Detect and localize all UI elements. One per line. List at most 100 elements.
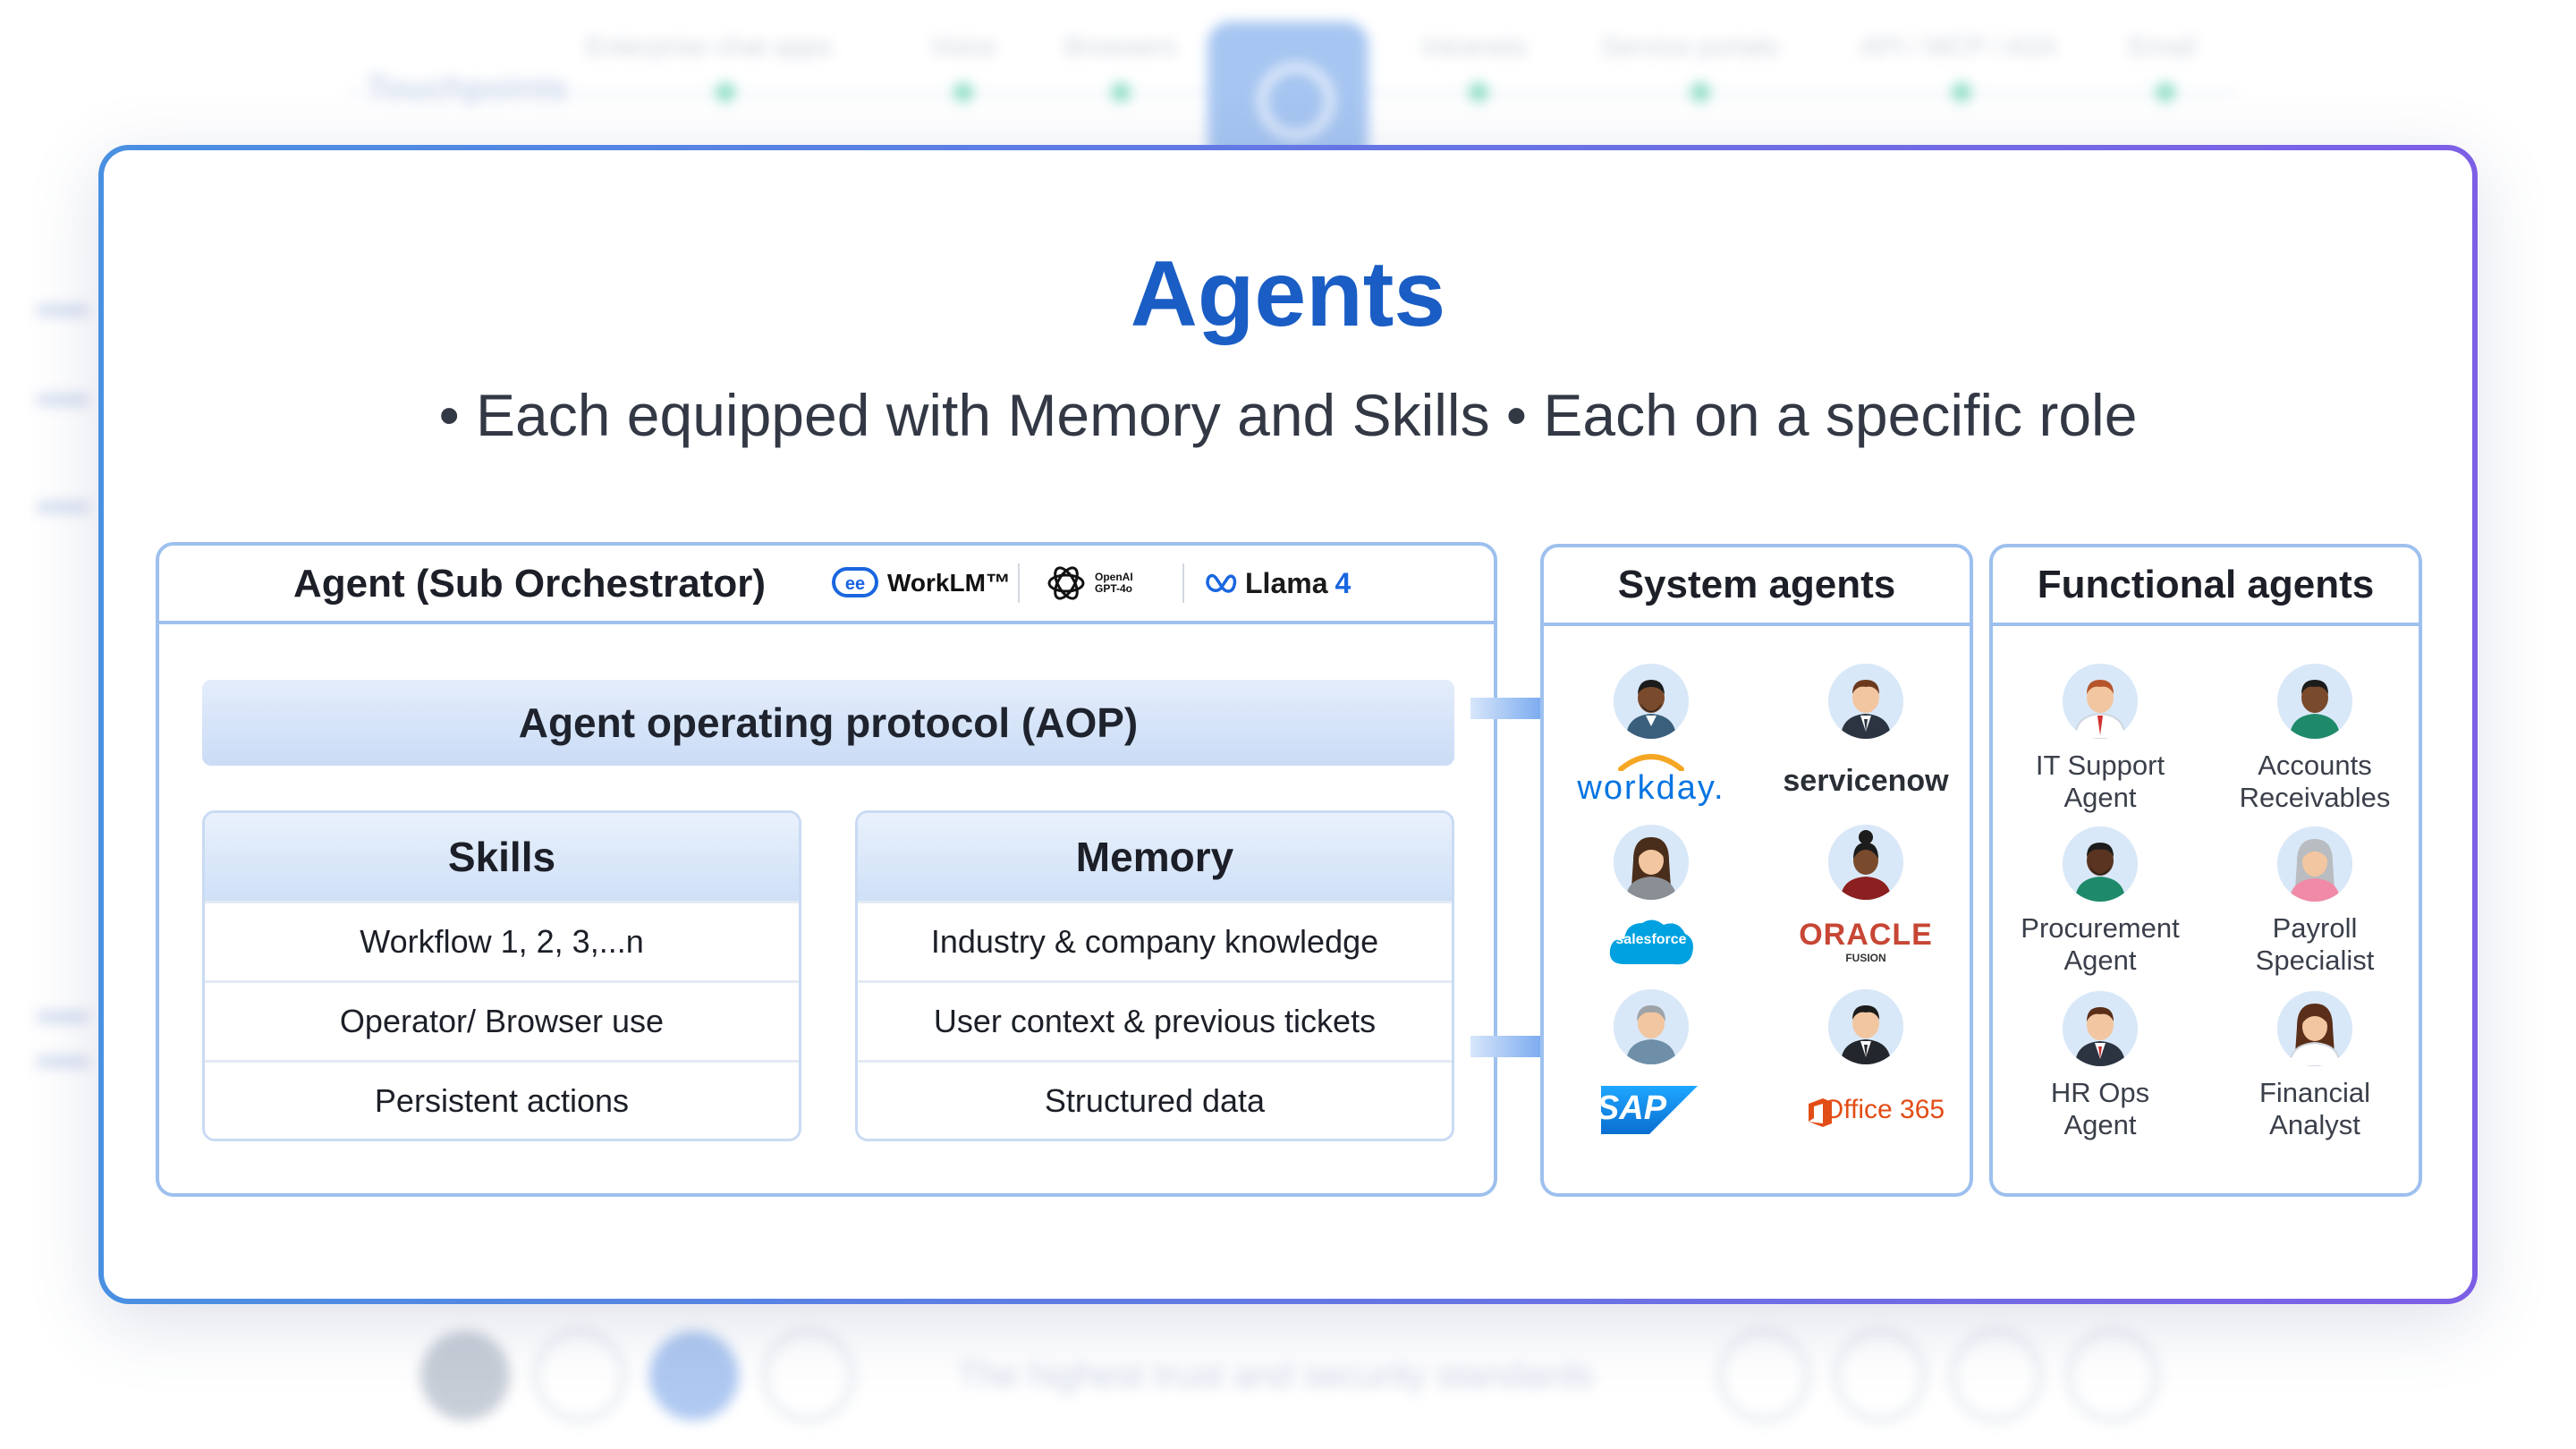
memory-item: User context & previous tickets [858,980,1452,1060]
bg-bottom-icon [1834,1329,1927,1422]
functional-agent-line: HR Ops [2050,1077,2150,1108]
functional-agent-card: Payroll Specialist [2207,826,2422,979]
sub-orchestrator-title: Agent (Sub Orchestrator) [293,562,767,606]
openai-icon [1047,566,1085,600]
bg-dot [716,82,735,102]
functional-agent-line: Analyst [2269,1109,2360,1140]
functional-agent-line: Agent [2063,782,2137,813]
bg-bottom-icon [649,1331,739,1420]
bg-bottom-icon [533,1329,626,1422]
bg-touchpoint-item: Browsers [1064,32,1177,62]
openai-label: OpenAI GPT-4o [1095,572,1133,595]
functional-agent-line: Financial [2258,1077,2371,1108]
bg-bottom-text: The highest trust and security standards [957,1356,1594,1395]
salesforce-cloud-icon [1609,919,1693,965]
bg-side-text [36,1011,89,1023]
bg-side-text [36,304,89,317]
functional-agent-card: HR Ops Agent [1993,991,2207,1143]
bg-dot [1952,82,1971,102]
functional-agent-line: Specialist [2255,945,2375,976]
bg-touchpoint-item: Email [2129,32,2197,62]
sap-logo: SAP [1596,1089,1667,1127]
skill-item: Operator/ Browser use [205,980,799,1060]
bg-side-text [36,394,89,406]
office365-logo: Office 365 [1822,1095,1945,1124]
card-title: Agents [1130,242,1446,346]
bg-dot [1690,82,1710,102]
sap-agent: SAP [1544,989,1758,1141]
functional-agents-panel: Functional agents IT Support Agent Accou… [1989,544,2422,1197]
worklm-logo: ee WorkLM™ [832,556,1011,610]
meta-infinity-icon [1206,573,1237,593]
sap-logo-shape [1601,1086,1698,1134]
bg-dot [1111,82,1131,102]
oracle-fusion-label: FUSION [1845,952,1886,964]
functional-agents-header: Functional agents [1993,547,2419,626]
memory-title: Memory [858,813,1452,901]
sub-orchestrator-header: Agent (Sub Orchestrator) ee WorkLM™ [159,546,1494,624]
bg-bottom-icon [420,1331,510,1420]
bg-side-text [36,501,89,513]
bg-dot [2156,82,2175,102]
bg-touchpoint-item: Intranets [1422,32,1527,62]
functional-agent-label: IT Support Agent [1993,750,2207,814]
functional-agent-line: Agent [2063,1109,2137,1140]
functional-agent-line: Receivables [2239,782,2391,813]
card-subtitle: • Each equipped with Memory and Skills •… [438,382,2138,448]
aop-bar: Agent operating protocol (AOP) [202,680,1454,766]
servicenow-logo: servicenow [1783,764,1949,798]
functional-agent-label: Financial Analyst [2207,1077,2422,1141]
sub-orchestrator-panel: Agent (Sub Orchestrator) ee WorkLM™ [156,542,1497,1197]
avatar-man-icon [1828,989,1903,1064]
bg-touchpoint-item: Enterprise chat apps [586,32,833,62]
functional-agent-card: Financial Analyst [2207,991,2422,1143]
bg-center-icon [1208,21,1368,165]
openai-name: OpenAI [1095,571,1133,583]
llama-logo: Llama 4 [1204,556,1351,610]
office365-agent: Office 365 [1758,989,1973,1141]
logo-divider [1018,564,1020,603]
bg-dot [953,82,973,102]
worklm-label: WorkLM™ [887,569,1011,597]
functional-agent-line: Accounts [2258,750,2372,781]
functional-agent-label: Procurement Agent [1993,912,2207,977]
bg-bottom-icon [762,1329,855,1422]
avatar-man-icon [1614,989,1689,1064]
avatar-woman-icon [2277,826,2352,902]
bg-bottom-icon [1717,1329,1810,1422]
openai-model: GPT-4o [1095,582,1133,595]
system-agents-header: System agents [1544,547,1970,626]
functional-agent-label: Accounts Receivables [2207,750,2422,814]
salesforce-logo: salesforce [1615,932,1687,947]
servicenow-agent: servicenow [1758,664,1973,816]
bg-side-text [36,1055,89,1068]
avatar-woman-icon [1828,825,1903,900]
functional-agent-label: Payroll Specialist [2207,912,2422,977]
functional-agent-line: Agent [2063,945,2137,976]
avatar-man-icon [2063,991,2138,1066]
avatar-woman-icon [1614,825,1689,900]
functional-agent-card: Accounts Receivables [2207,664,2422,816]
salesforce-agent: salesforce [1544,825,1758,977]
memory-item: Industry & company knowledge [858,901,1452,980]
avatar-man-icon [1828,664,1903,739]
system-agents-panel: System agents workday. servicenow salesf [1540,544,1973,1197]
bg-bottom-icon [2066,1329,2159,1422]
functional-agent-line: Payroll [2272,912,2358,944]
bg-bottom-icon [1950,1329,2043,1422]
agents-card: Agents • Each equipped with Memory and S… [98,145,2478,1304]
llama-version: 4 [1335,566,1352,599]
workday-arc-icon [1618,754,1684,771]
logo-divider [1182,564,1184,603]
functional-agent-line: Procurement [2021,912,2180,944]
oracle-agent: ORACLE FUSION [1758,825,1973,977]
functional-agent-card: Procurement Agent [1993,826,2207,979]
functional-agent-line: IT Support [2035,750,2165,781]
bg-touchpoint-item: Voice [930,32,996,62]
functional-agent-card: IT Support Agent [1993,664,2207,816]
svg-text:ee: ee [845,574,865,594]
avatar-man-icon [2063,826,2138,902]
skills-box: Skills Workflow 1, 2, 3,...n Operator/ B… [202,810,801,1141]
memory-box: Memory Industry & company knowledge User… [855,810,1454,1141]
